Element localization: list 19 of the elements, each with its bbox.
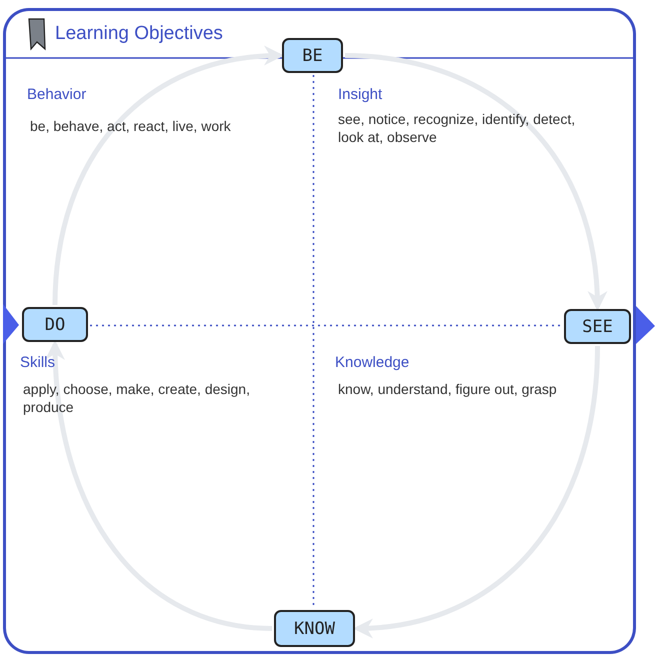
- stage-box: KNOW: [274, 610, 355, 647]
- curved-arrow: [344, 53, 607, 311]
- curved-arrow: [353, 346, 600, 638]
- curved-arrow: [52, 46, 284, 306]
- quadrant-text: see, notice, recognize, identify, detect, look at, observe: [338, 110, 576, 146]
- dotted-line: [90, 324, 562, 326]
- quadrant-text: be, behave, act, react, live, work: [30, 117, 232, 135]
- quadrant-heading: Knowledge: [335, 354, 410, 372]
- quadrant-heading: Behavior: [27, 86, 88, 104]
- stage-box: DO: [22, 307, 88, 342]
- quadrant-heading: Skills: [20, 354, 56, 372]
- frame-title: Learning Objectives: [55, 23, 223, 45]
- dotted-line: [312, 75, 314, 608]
- quadrant-heading: Insight: [338, 86, 384, 104]
- stage-box: BE: [282, 38, 343, 73]
- curved-arrow: [46, 340, 272, 631]
- quadrant-text: apply, choose, make, create, design, produce: [23, 380, 251, 416]
- quadrant-text: know, understand, figure out, grasp: [338, 380, 558, 398]
- stage-box: SEE: [564, 309, 631, 344]
